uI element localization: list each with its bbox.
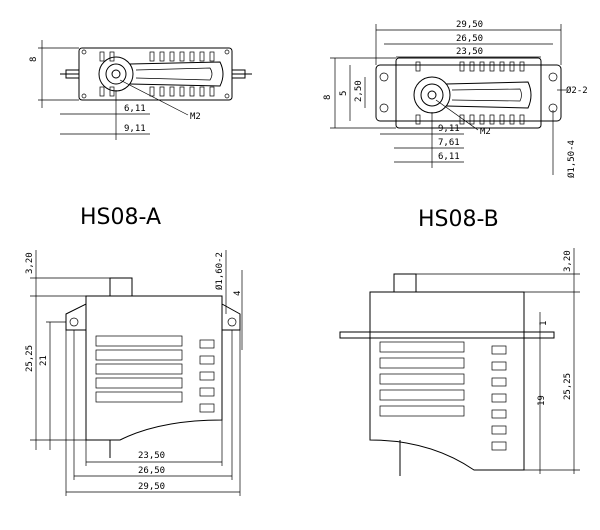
dim-sa-2950: 29,50 [138, 482, 165, 492]
dim-b-250: 2,50 [354, 80, 364, 102]
dim-sa-2650: 26,50 [138, 466, 165, 476]
dim-a-m2: M2 [190, 112, 201, 122]
dim-b-2950: 29,50 [456, 20, 483, 30]
dim-b-761: 7,61 [438, 138, 460, 148]
dim-a-911: 9,11 [124, 124, 146, 134]
dim-b-911: 9,11 [438, 124, 460, 134]
dim-b-m2: M2 [480, 127, 491, 137]
dim-b-22: Ø2-2 [566, 85, 588, 96]
dim-sb-1: 1 [539, 321, 549, 326]
dim-b-2350: 23,50 [456, 47, 483, 57]
dim-a-611: 6,11 [124, 104, 146, 114]
dim-sa-2350: 23,50 [138, 451, 165, 461]
dim-a-8: 8 [29, 57, 39, 62]
dim-b-1504: Ø1,50-4 [566, 140, 577, 178]
dim-sb-320: 3,20 [563, 250, 573, 272]
title-hs08-a: HS08-A [80, 205, 161, 230]
side-view-b: 3,20 25,25 1 19 [339, 248, 580, 476]
dim-b-5: 5 [339, 91, 349, 96]
top-view-a: 8 6,11 9,11 M2 [29, 40, 252, 140]
dim-b-2650: 26,50 [456, 34, 483, 44]
dim-sa-21: 21 [39, 355, 49, 366]
dim-b-611: 6,11 [438, 152, 460, 162]
dim-sa-320: 3,20 [25, 252, 35, 274]
dim-sa-16: Ø1,60-2 [214, 252, 225, 290]
dim-sa-2525: 25,25 [25, 345, 35, 372]
title-hs08-b: HS08-B [418, 207, 499, 232]
dim-sb-2525: 25,25 [563, 373, 573, 400]
side-view-a: 3,20 25,25 21 Ø1,60-2 4 23,50 26,50 29,5… [25, 250, 243, 496]
dim-sa-4: 4 [233, 291, 243, 296]
dim-b-8: 8 [323, 95, 333, 100]
dim-sb-19: 19 [537, 395, 547, 406]
top-view-b: 29,50 26,50 23,50 8 5 2,50 Ø2-2 Ø1,50-4 … [323, 20, 588, 178]
